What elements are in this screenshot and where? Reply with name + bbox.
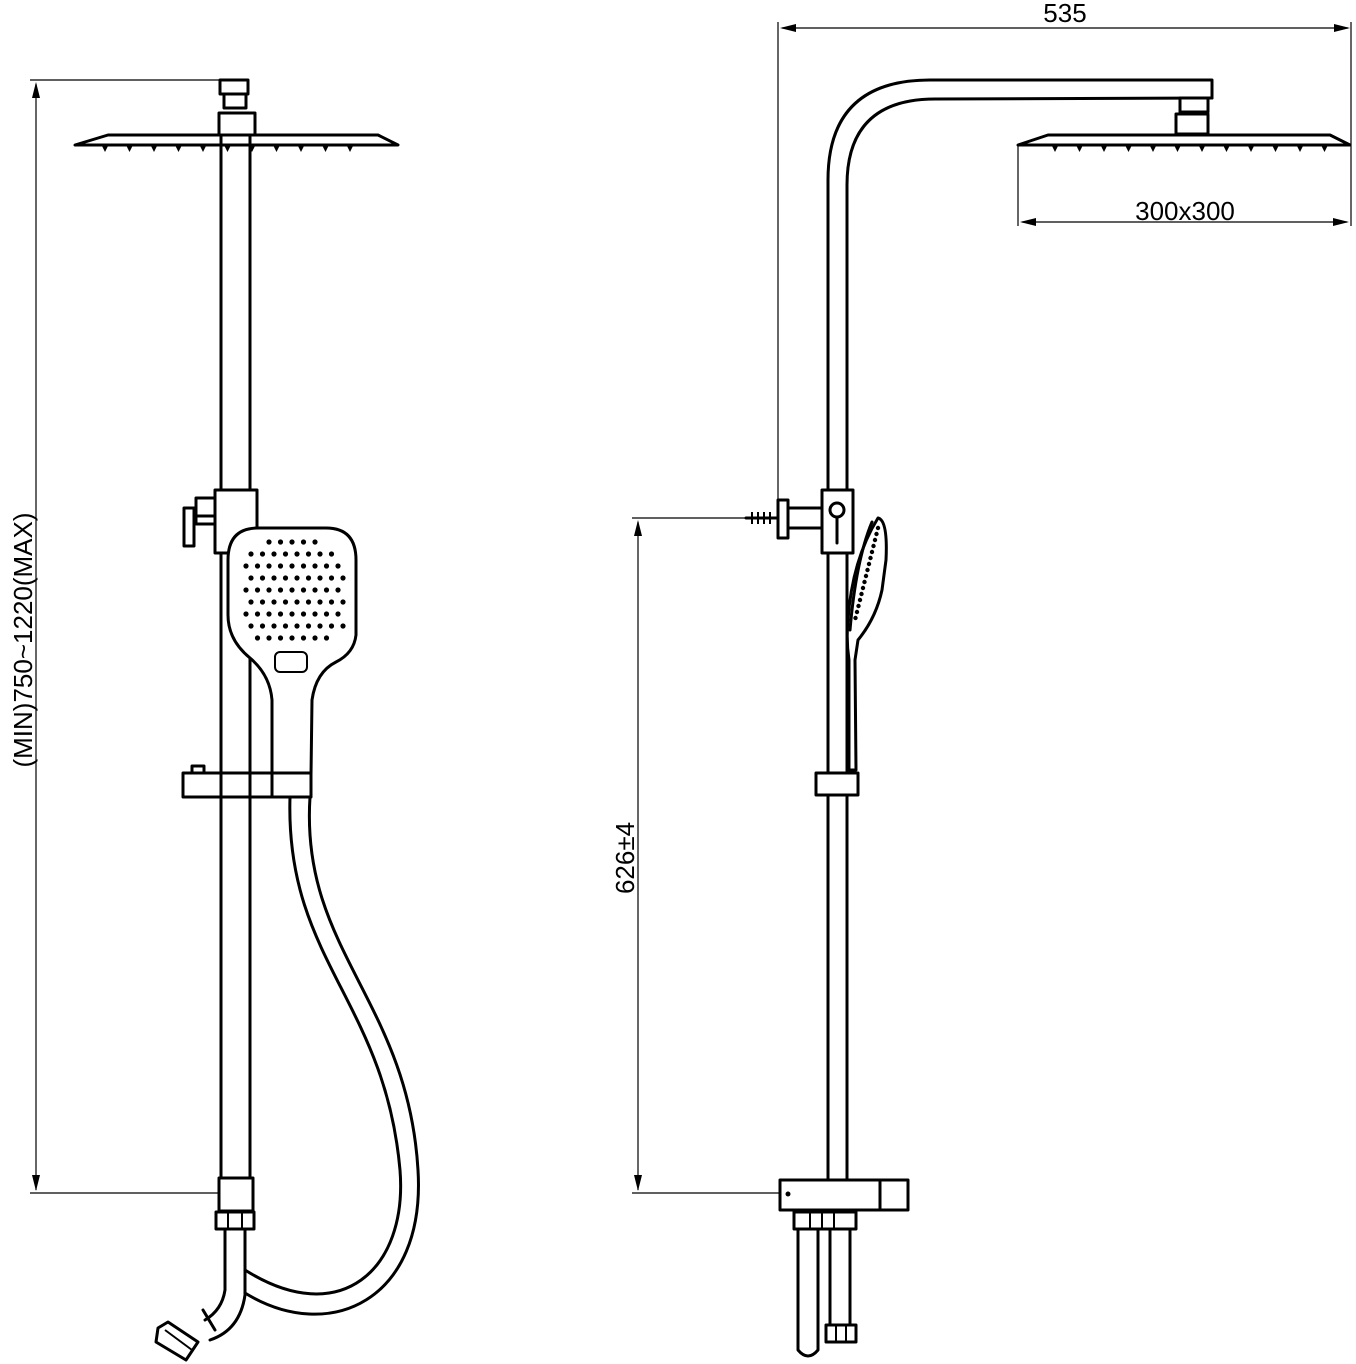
- side-curved-arm: [826, 78, 1214, 492]
- side-rain-shower-head: [1016, 133, 1352, 152]
- front-main-rod: [219, 133, 252, 1180]
- front-hose: [243, 795, 420, 1316]
- side-bottom-mixer: [778, 1178, 910, 1358]
- head-size-label: 300x300: [1135, 196, 1235, 226]
- height-dimension-label: (MIN)750~1220(MAX): [8, 512, 38, 767]
- side-main-rod: [820, 488, 855, 1182]
- front-slide-bracket: [181, 764, 313, 799]
- front-head-nozzles: [102, 146, 353, 152]
- hand-shower-spray-dots: [243, 539, 346, 641]
- side-view: 535 300x300 626±4: [610, 0, 1352, 1358]
- front-view: (MIN)750~1220(MAX): [8, 78, 420, 1362]
- mode-button-icon: [274, 651, 308, 673]
- width-dimension-label: 535: [1043, 0, 1086, 28]
- side-hand-spray-dots: [853, 525, 881, 621]
- front-diverter: [182, 488, 259, 555]
- side-wall-bracket: [744, 498, 826, 540]
- front-hand-shower: [226, 526, 358, 777]
- side-hand-shower: [814, 516, 888, 797]
- head-size-dimension: 300x300: [1017, 145, 1349, 226]
- height-dimension: (MIN)750~1220(MAX): [8, 79, 220, 1194]
- outlet-height-label: 626±4: [610, 822, 640, 894]
- front-head-connector: [217, 78, 257, 137]
- outlet-height-dimension: 626±4: [610, 517, 785, 1194]
- front-rain-shower-head: [73, 133, 400, 152]
- width-dimension: 535: [777, 0, 1352, 505]
- front-bottom-fittings: [154, 1176, 256, 1362]
- side-head-nozzles: [1052, 146, 1328, 152]
